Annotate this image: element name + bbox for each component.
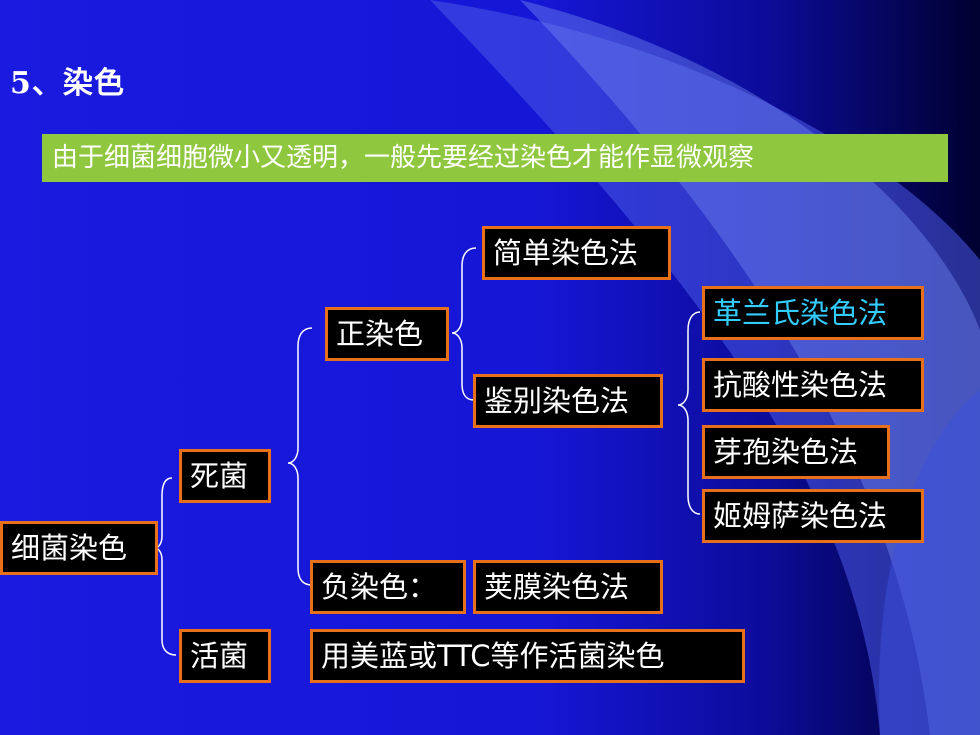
node-live-bacteria: 活菌 [179,629,271,683]
node-giemsa-staining: 姬姆萨染色法 [702,489,924,543]
node-positive-staining: 正染色 [325,307,449,361]
node-negative-staining: 负染色： [310,560,466,614]
node-simple-staining: 简单染色法 [482,226,671,280]
node-acid-fast-staining: 抗酸性染色法 [702,358,924,412]
node-capsule-staining: 荚膜染色法 [473,560,663,614]
node-dead-bacteria: 死菌 [179,449,271,503]
node-spore-staining: 芽孢染色法 [702,425,890,479]
node-live-staining-method: 用美蓝或TTC等作活菌染色 [310,629,745,683]
node-differential-staining: 鉴别染色法 [473,374,663,428]
node-gram-staining: 革兰氏染色法 [702,286,924,340]
slide-title: 5、染色 [10,66,125,101]
subtitle-banner: 由于细菌细胞微小又透明，一般先要经过染色才能作显微观察 [42,134,948,182]
node-bacteria-staining: 细菌染色 [0,521,158,575]
